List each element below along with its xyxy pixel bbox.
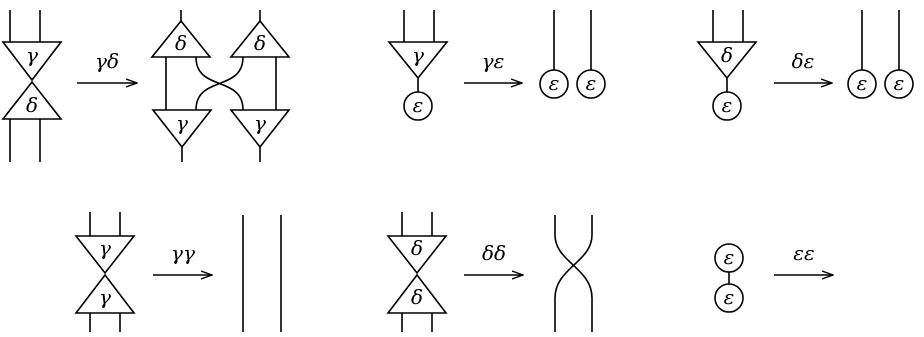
- epsilon-symbol: ε: [586, 71, 597, 95]
- epsilon-agent: [539, 69, 569, 99]
- rule-label: γε: [482, 49, 505, 73]
- epsilon-agent: [712, 91, 742, 121]
- delta-symbol: δ: [254, 31, 266, 55]
- delta-agent: [229, 19, 291, 58]
- rule-gamma-epsilon: γ ε γε ε ε: [387, 10, 606, 121]
- rule-label: γγ: [171, 241, 195, 265]
- epsilon-symbol: ε: [724, 245, 735, 269]
- gamma-agent: [74, 273, 136, 314]
- gamma-symbol: γ: [99, 236, 111, 260]
- lhs-gamma-epsilon: γ ε: [387, 10, 449, 121]
- delta-symbol: δ: [175, 31, 187, 55]
- delta-symbol: δ: [26, 93, 38, 117]
- rule-label: δε: [792, 49, 815, 73]
- rhs-gamma-delta: δ δ γ γ: [150, 10, 291, 162]
- rule-label: εε: [793, 241, 814, 265]
- rule-label: δδ: [482, 241, 506, 265]
- gamma-symbol: γ: [254, 111, 266, 135]
- epsilon-symbol: ε: [549, 71, 560, 95]
- delta-agent: [386, 235, 448, 275]
- gamma-agent: [74, 235, 136, 275]
- lhs-gamma-gamma: γ γ: [74, 212, 136, 332]
- epsilon-symbol: ε: [722, 93, 733, 117]
- gamma-agent: [387, 41, 449, 80]
- epsilon-agent: [714, 283, 744, 313]
- rhs-delta-delta: [554, 215, 593, 332]
- delta-agent: [696, 41, 758, 80]
- epsilon-symbol: ε: [857, 71, 868, 95]
- epsilon-agent: [884, 69, 914, 99]
- rule-delta-delta: δ δ δδ: [386, 212, 593, 332]
- delta-symbol: δ: [411, 285, 423, 309]
- gamma-symbol: γ: [412, 43, 424, 67]
- rule-gamma-delta: γ δ γδ δ δ γ γ: [1, 10, 291, 162]
- rule-gamma-gamma: γ γ γγ: [74, 212, 282, 332]
- gamma-agent: [229, 109, 291, 149]
- lhs-delta-epsilon: δ ε: [696, 10, 758, 121]
- lhs-epsilon-epsilon: ε ε: [714, 243, 744, 313]
- gamma-symbol: γ: [176, 111, 188, 135]
- rule-epsilon-epsilon: ε ε εε: [714, 241, 833, 313]
- delta-agent: [150, 19, 212, 58]
- lhs-gamma-delta: γ δ: [1, 10, 63, 162]
- delta-agent: [386, 273, 448, 314]
- rhs-gamma-gamma: [242, 215, 282, 332]
- epsilon-symbol: ε: [724, 285, 735, 309]
- epsilon-agent: [847, 69, 877, 99]
- gamma-agent: [151, 109, 213, 149]
- delta-symbol: δ: [721, 43, 733, 67]
- epsilon-agent: [576, 69, 606, 99]
- gamma-symbol: γ: [99, 285, 111, 309]
- rule-label: γδ: [95, 49, 119, 73]
- lhs-delta-delta: δ δ: [386, 212, 448, 332]
- delta-symbol: δ: [411, 236, 423, 260]
- gamma-symbol: γ: [26, 43, 38, 67]
- delta-agent: [1, 80, 63, 120]
- rhs-delta-epsilon: ε ε: [847, 10, 914, 99]
- epsilon-symbol: ε: [894, 71, 905, 95]
- rule-delta-epsilon: δ ε δε ε ε: [696, 10, 914, 121]
- rhs-gamma-epsilon: ε ε: [539, 10, 606, 99]
- epsilon-agent: [403, 91, 433, 121]
- gamma-agent: [1, 41, 63, 82]
- epsilon-symbol: ε: [413, 93, 424, 117]
